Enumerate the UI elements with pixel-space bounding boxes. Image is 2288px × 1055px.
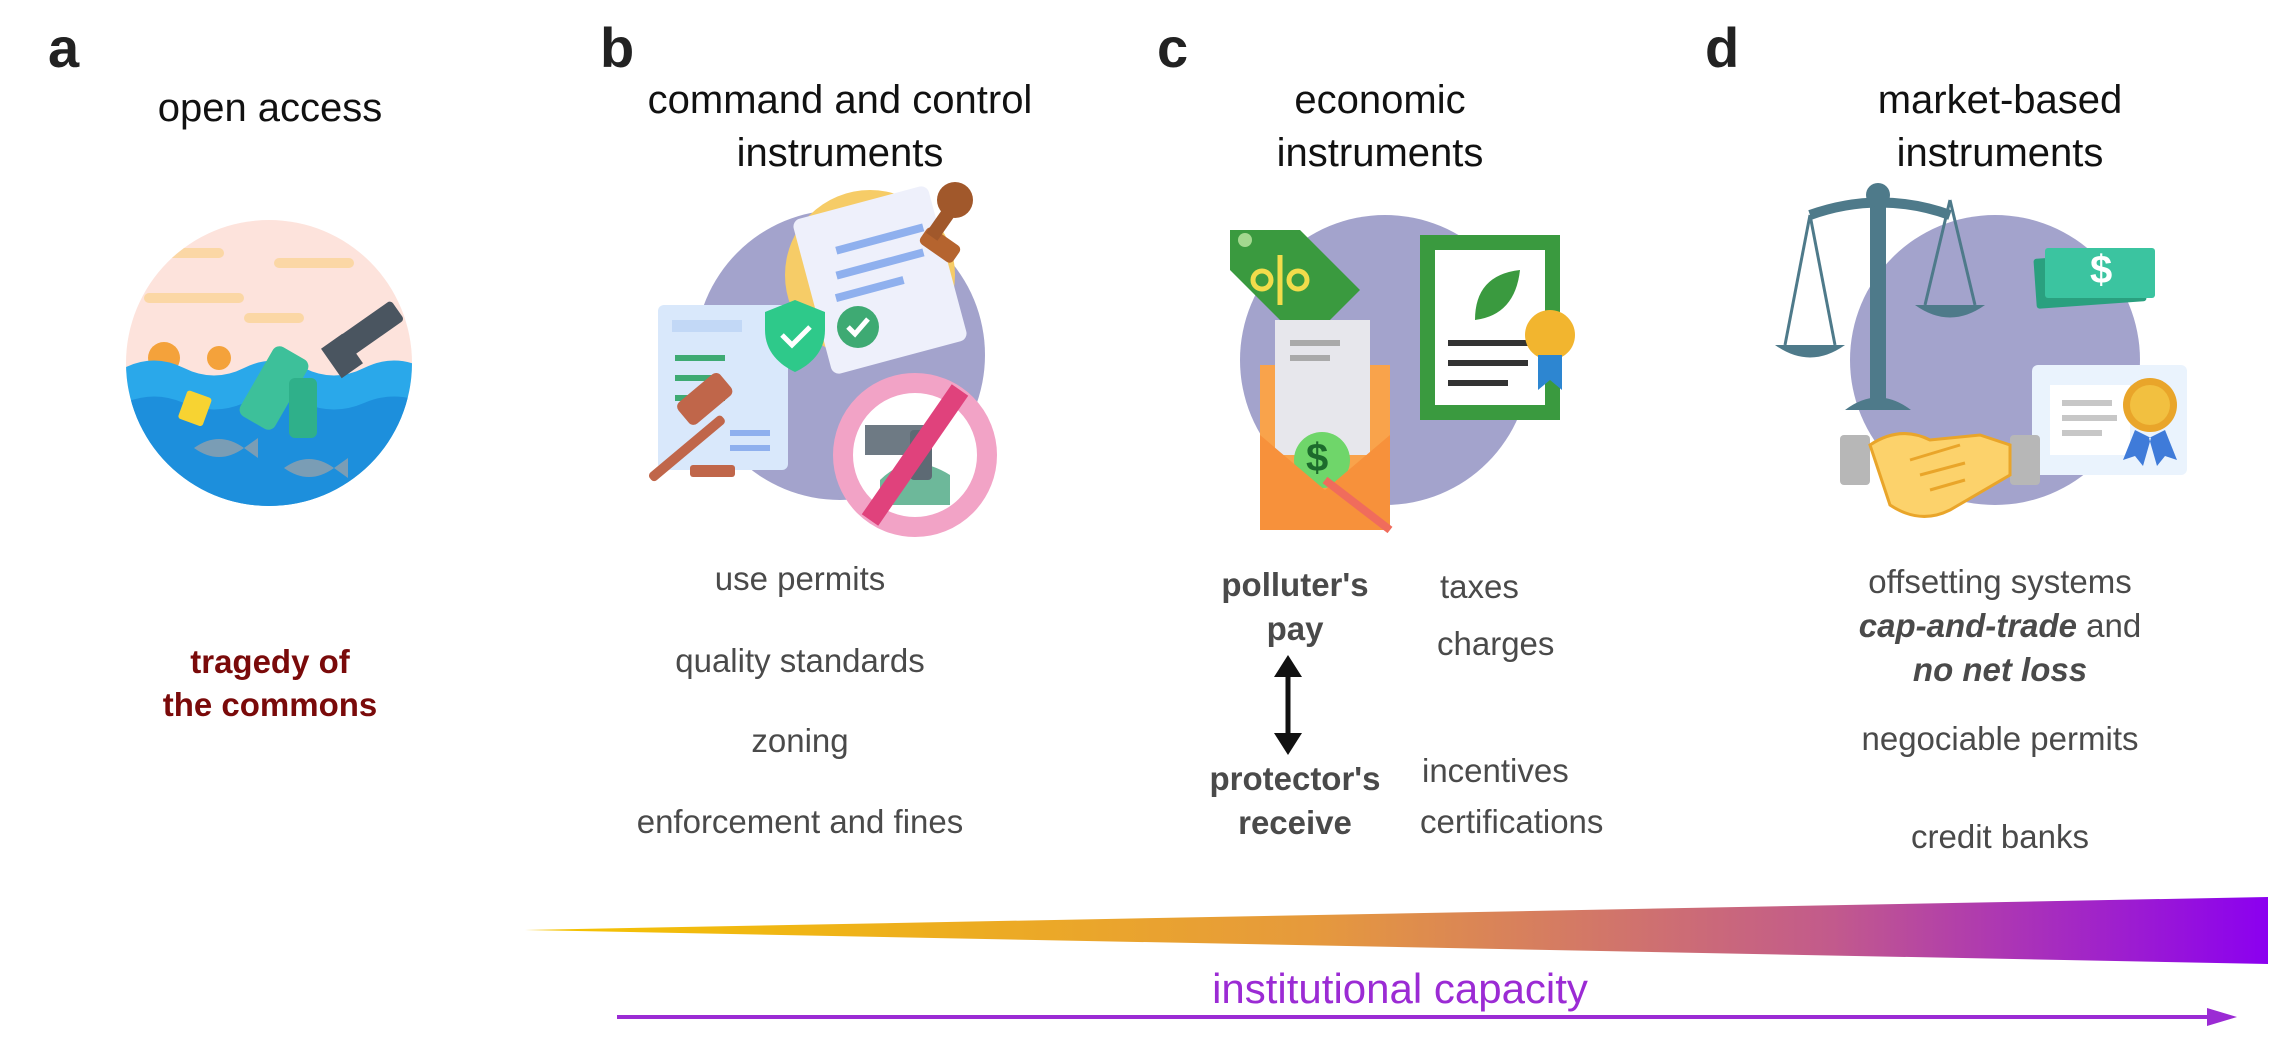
panel-a-letter: a [48, 16, 80, 79]
stamp-icon [919, 182, 973, 263]
handshake-icon [1840, 432, 2040, 518]
c-item: certifications [1420, 803, 1604, 840]
shield-check-icon [765, 300, 825, 372]
title-line: instruments [1896, 131, 2104, 175]
label-line: protector's [1209, 760, 1381, 797]
offsetting-line: offsetting systems [1868, 563, 2132, 600]
b-item: use permits [714, 560, 886, 597]
double-arrow-icon [1274, 655, 1302, 755]
d-item: credit banks [1911, 818, 2089, 855]
label-line: polluter's [1221, 566, 1369, 603]
b-item: enforcement and fines [636, 803, 964, 840]
label-line: pay [1266, 610, 1324, 647]
no-net-loss-line: no net loss [1800, 648, 2200, 692]
b-item: quality standards [675, 642, 925, 679]
gavel-icon [648, 372, 735, 482]
cap-and-trade-text: cap-and-trade [1858, 607, 2077, 644]
c-item: charges [1437, 625, 1555, 662]
scales-icon [1775, 183, 1985, 410]
c-item: taxes [1440, 568, 1519, 605]
panel-d-title: market-based instruments [1850, 74, 2150, 180]
title-line: economic [1294, 78, 1466, 122]
panel-b-title: command and control instruments [620, 74, 1060, 180]
no-pipe-icon [833, 373, 997, 537]
banknote-icon [2033, 248, 2155, 309]
award-certificate-icon [2032, 365, 2187, 475]
b-item: zoning [751, 722, 849, 759]
economic-illustration [1230, 215, 1575, 534]
discount-tag-icon [1230, 230, 1360, 345]
panel-c-title: economic instruments [1230, 74, 1530, 180]
panel-c-letter: c [1157, 16, 1189, 79]
protector-receives-label: protector's receive [1180, 757, 1410, 845]
command-control-illustration [648, 182, 997, 537]
title-line: command and control [647, 78, 1033, 122]
panel-a-title: open access [157, 86, 383, 130]
envelope-bill-icon [1260, 320, 1393, 534]
no-net-loss-text: no net loss [1912, 651, 2088, 688]
d-item: negociable permits [1861, 720, 2139, 757]
label-line: receive [1238, 804, 1352, 841]
water-pollution-icon [126, 220, 412, 506]
d-money-symbol: $ [2090, 248, 2113, 292]
title-line: instruments [1276, 131, 1484, 175]
c-item: incentives [1422, 752, 1569, 789]
panel-b-letter: b [600, 16, 635, 79]
footer-line: the commons [162, 686, 378, 723]
institutional-capacity-label: institutional capacity [1212, 965, 1588, 1012]
market-illustration [1775, 183, 2187, 518]
and-text: and [2076, 607, 2142, 644]
cap-and-trade-line: cap-and-trade and [1800, 604, 2200, 648]
d-offsetting-block: offsetting systems cap-and-trade and no … [1800, 560, 2200, 692]
c-money-symbol: $ [1306, 436, 1329, 480]
panel-d-letter: d [1705, 16, 1740, 79]
title-line: market-based [1877, 78, 2123, 122]
polluter-pays-label: polluter's pay [1180, 563, 1410, 651]
footer-line: tragedy of [190, 643, 350, 680]
eco-certificate-icon [1420, 235, 1575, 420]
permit-document-icon [793, 186, 967, 374]
title-line: instruments [736, 131, 944, 175]
panel-a-footer: tragedy of the commons [120, 640, 420, 726]
